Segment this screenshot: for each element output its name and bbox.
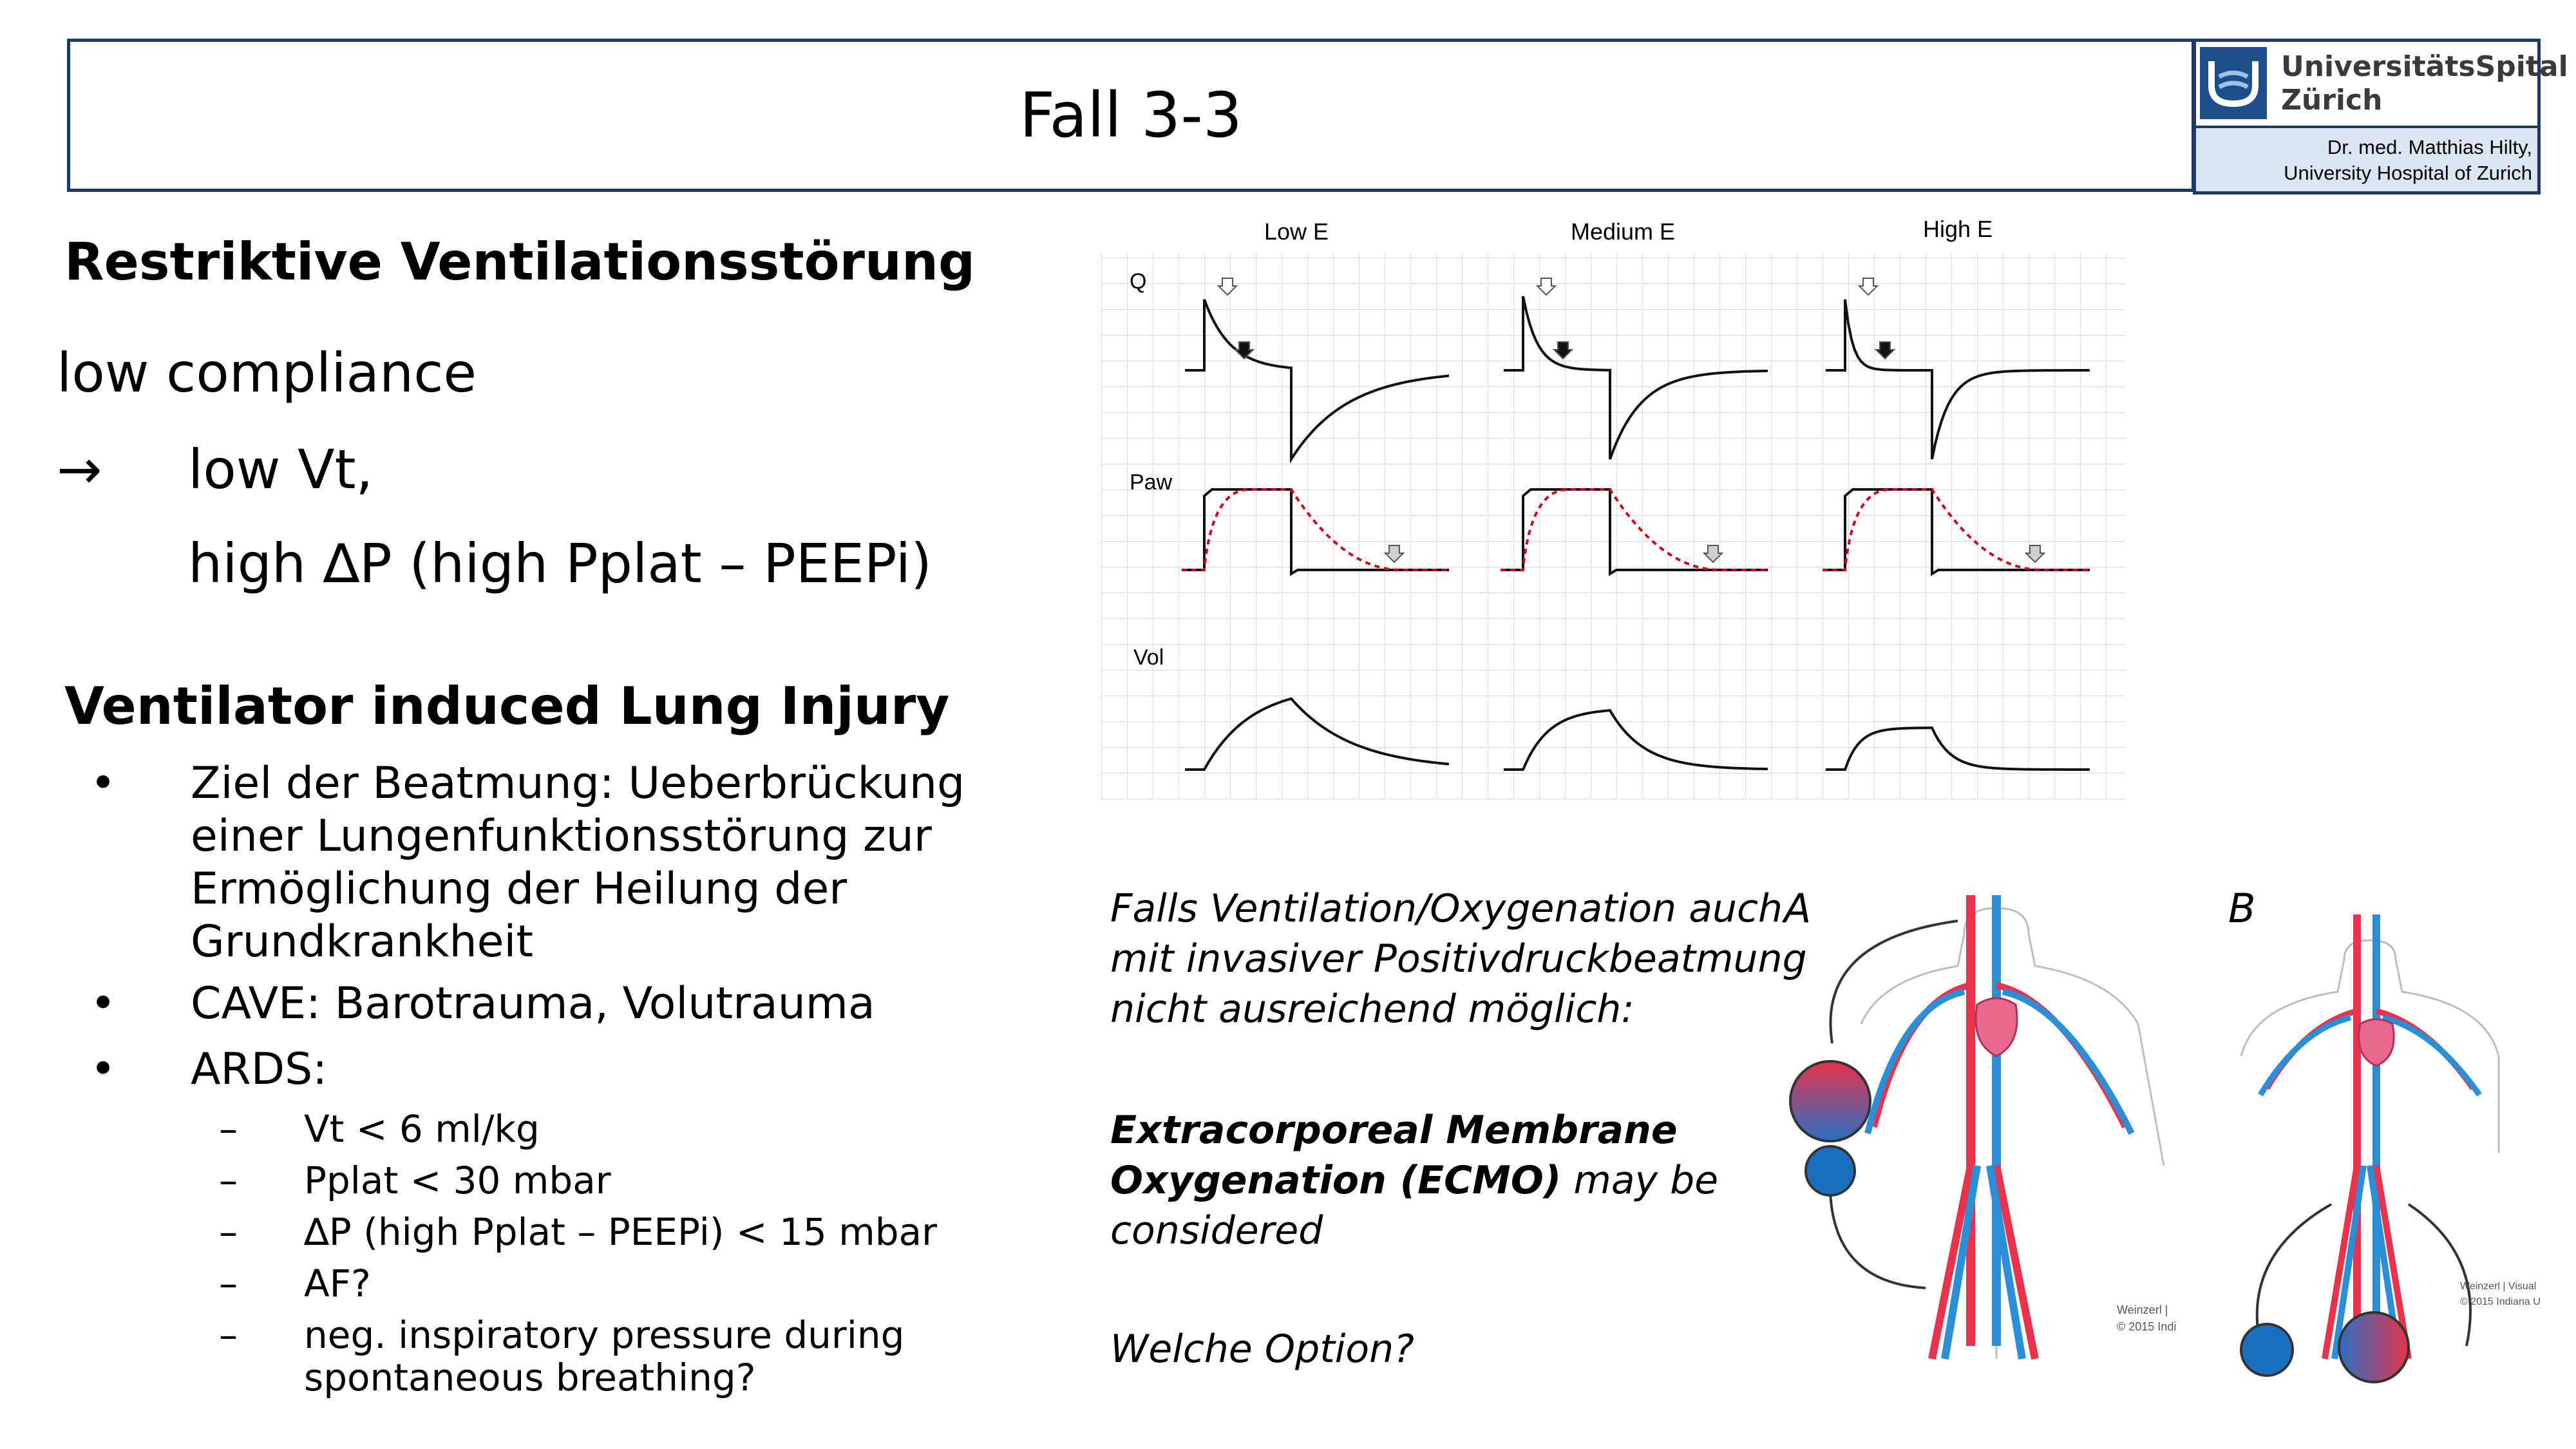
sub-list-item-line: neg. inspiratory pressure during: [304, 1313, 905, 1357]
paw-trace: [1185, 488, 1449, 576]
list-item: Ziel der Beatmung: Ueberbrückung einer L…: [191, 757, 965, 969]
paw-trace: [1826, 488, 2090, 576]
heart-icon: [2358, 1018, 2395, 1067]
usz-logo-block: UniversitätsSpital Zürich Dr. med. Matth…: [2193, 39, 2568, 194]
title-bar: Fall 3-3: [67, 39, 2195, 192]
list-item: ARDS:: [191, 1044, 328, 1095]
arrow-glyph: →: [57, 438, 102, 501]
sub-bullet-marker: –: [219, 1262, 238, 1305]
heart-icon: [1975, 997, 2018, 1057]
column-label-medium-e: Medium E: [1571, 218, 1675, 245]
flow-peak-arrow-icon: [1857, 278, 1879, 296]
paw-plateau-arrow-icon: [2024, 545, 2046, 564]
waveform-grid: [1101, 252, 2125, 800]
image-credit-a2: © 2015 Indi: [2117, 1320, 2176, 1333]
ecmo-cannula-line: [2255, 1203, 2472, 1347]
slide-title: Fall 3-3: [1019, 79, 1242, 151]
row-label-q: Q: [1130, 269, 1146, 294]
ecmo-intro-line1: Falls Ventilation/Oxygenation auch: [1110, 886, 1783, 931]
sub-bullet-marker: –: [219, 1210, 238, 1254]
ecmo-term-rest: may be: [1561, 1158, 1719, 1203]
end-inspiration-arrow-icon: [1233, 341, 1255, 360]
flow-peak-arrow-icon: [1217, 278, 1238, 296]
pump-icon: [2240, 1323, 2294, 1377]
low-vt-text: low Vt,: [188, 438, 374, 501]
row-label-paw: Paw: [1130, 470, 1173, 495]
volume-trace: [1826, 726, 2090, 771]
ecmo-intro-line2: mit invasiver Positivdruckbeatmung: [1110, 936, 1807, 981]
bullet-marker: •: [90, 978, 117, 1029]
question-text: Welche Option?: [1110, 1327, 1415, 1372]
usz-logo: UniversitätsSpital Zürich: [2196, 42, 2568, 126]
ventilator-waveform-figure: Low E Medium E High E Q Paw Vol: [1101, 206, 2132, 800]
ecmo-term-line1: Extracorporeal Membrane: [1110, 1108, 1678, 1153]
volume-trace: [1185, 697, 1450, 771]
paw-dashed-trace: [1501, 488, 1768, 571]
list-item: CAVE: Barotrauma, Volutrauma: [191, 978, 875, 1029]
sub-bullet-marker: –: [219, 1159, 238, 1202]
sub-list-item: Vt < 6 ml/kg: [304, 1107, 540, 1151]
sub-bullet-marker: –: [219, 1107, 238, 1151]
body-outline: [2240, 939, 2500, 1153]
author-name: Dr. med. Matthias Hilty,: [2327, 136, 2532, 158]
logo-name-line1: UniversitätsSpital: [2281, 50, 2568, 83]
flow-trace: [1504, 296, 1768, 460]
image-credit-b2: © 2015 Indiana U: [2460, 1296, 2541, 1307]
volume-trace: [1504, 709, 1768, 771]
ecmo-term-line2: Oxygenation (ECMO) may be: [1110, 1155, 1718, 1206]
image-credit-b1: Weinzerl | Visual: [2460, 1281, 2536, 1292]
list-item-line: Grundkrankheit: [191, 916, 533, 967]
high-dp-text: high ∆P (high Pplat – PEEPi): [188, 532, 932, 595]
ecmo-intro-line3: nicht ausreichend möglich:: [1110, 987, 1634, 1032]
row-label-vol: Vol: [1133, 645, 1164, 670]
ecmo-vv-illustration: Weinzerl | Visual © 2015 Indiana U: [2240, 914, 2541, 1383]
sub-list-item: AF?: [304, 1262, 371, 1305]
usz-emblem-icon: [2200, 47, 2267, 119]
flow-peak-arrow-icon: [1535, 278, 1557, 296]
sub-bullet-marker: –: [219, 1313, 238, 1357]
list-item-line: Ziel der Beatmung: Ueberbrückung: [191, 758, 965, 809]
sub-list-item: neg. inspiratory pressure during spontan…: [304, 1314, 904, 1399]
oxygenator-icon: [2338, 1311, 2410, 1383]
low-compliance-text: low compliance: [57, 341, 477, 404]
list-item-line: Ermöglichung der Heilung der: [191, 864, 848, 914]
option-label-b: B: [2228, 885, 2256, 932]
ecmo-va-illustration: Weinzerl | © 2015 Indi: [1789, 895, 2176, 1360]
ecmo-term-line3: considered: [1110, 1208, 1323, 1253]
paw-plateau-arrow-icon: [1702, 545, 1724, 564]
paw-dashed-trace: [1823, 488, 2090, 571]
bullet-marker: •: [90, 1044, 117, 1095]
column-label-low-e: Low E: [1264, 218, 1329, 245]
oxygenator-icon: [1789, 1060, 1871, 1142]
flow-trace: [1826, 299, 2090, 460]
option-label-a: A: [1784, 885, 1812, 932]
heading-restrictive: Restriktive Ventilationsstörung: [64, 232, 976, 292]
list-item-line: einer Lungenfunktionsstörung zur: [191, 811, 932, 862]
paw-trace: [1504, 488, 1768, 576]
sub-list-item: Pplat < 30 mbar: [304, 1159, 611, 1202]
image-credit-a1: Weinzerl |: [2117, 1303, 2168, 1316]
sub-list-item-line: spontaneous breathing?: [304, 1356, 756, 1399]
ecmo-term-bold: Oxygenation (ECMO): [1110, 1158, 1562, 1203]
author-affiliation: University Hospital of Zurich: [2284, 162, 2532, 184]
end-inspiration-arrow-icon: [1552, 341, 1574, 360]
heading-vili: Ventilator induced Lung Injury: [64, 676, 950, 736]
paw-dashed-trace: [1182, 488, 1449, 571]
author-caption: Dr. med. Matthias Hilty, University Hosp…: [2196, 126, 2537, 191]
paw-plateau-arrow-icon: [1383, 545, 1405, 564]
waveform-traces: [1182, 278, 2090, 771]
pump-icon: [1804, 1145, 1856, 1197]
column-label-high-e: High E: [1923, 216, 1993, 242]
sub-list-item: ∆P (high Pplat – PEEPi) < 15 mbar: [304, 1210, 937, 1254]
end-inspiration-arrow-icon: [1874, 341, 1896, 360]
logo-name-line2: Zürich: [2281, 84, 2383, 117]
bullet-marker: •: [90, 758, 117, 809]
